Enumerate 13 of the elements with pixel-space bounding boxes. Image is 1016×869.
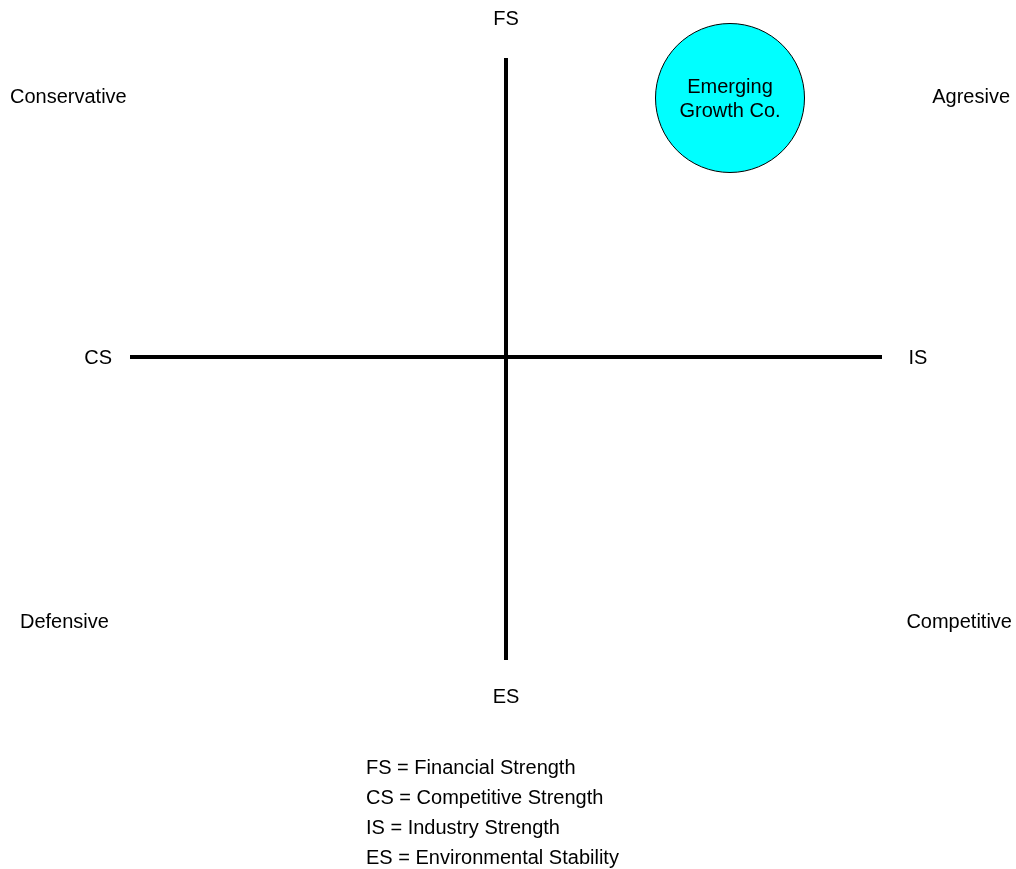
legend-text: ES = Environmental Stability bbox=[366, 845, 619, 869]
quadrant-label: Agresive bbox=[932, 84, 1010, 108]
quadrant-label: Conservative bbox=[10, 84, 127, 108]
legend-text: FS = Financial Strength bbox=[366, 755, 576, 779]
axis-label: ES bbox=[492, 684, 520, 708]
axis-label: CS bbox=[84, 345, 112, 369]
axis-label: IS bbox=[908, 345, 928, 369]
quadrant-label: Competitive bbox=[906, 609, 1012, 633]
axis-label: FS bbox=[493, 6, 519, 30]
legend-text: CS = Competitive Strength bbox=[366, 785, 604, 809]
quadrant-label: Defensive bbox=[20, 609, 109, 633]
node-text: Emerging Growth Co. bbox=[678, 74, 782, 122]
legend-text: IS = Industry Strength bbox=[366, 815, 560, 839]
